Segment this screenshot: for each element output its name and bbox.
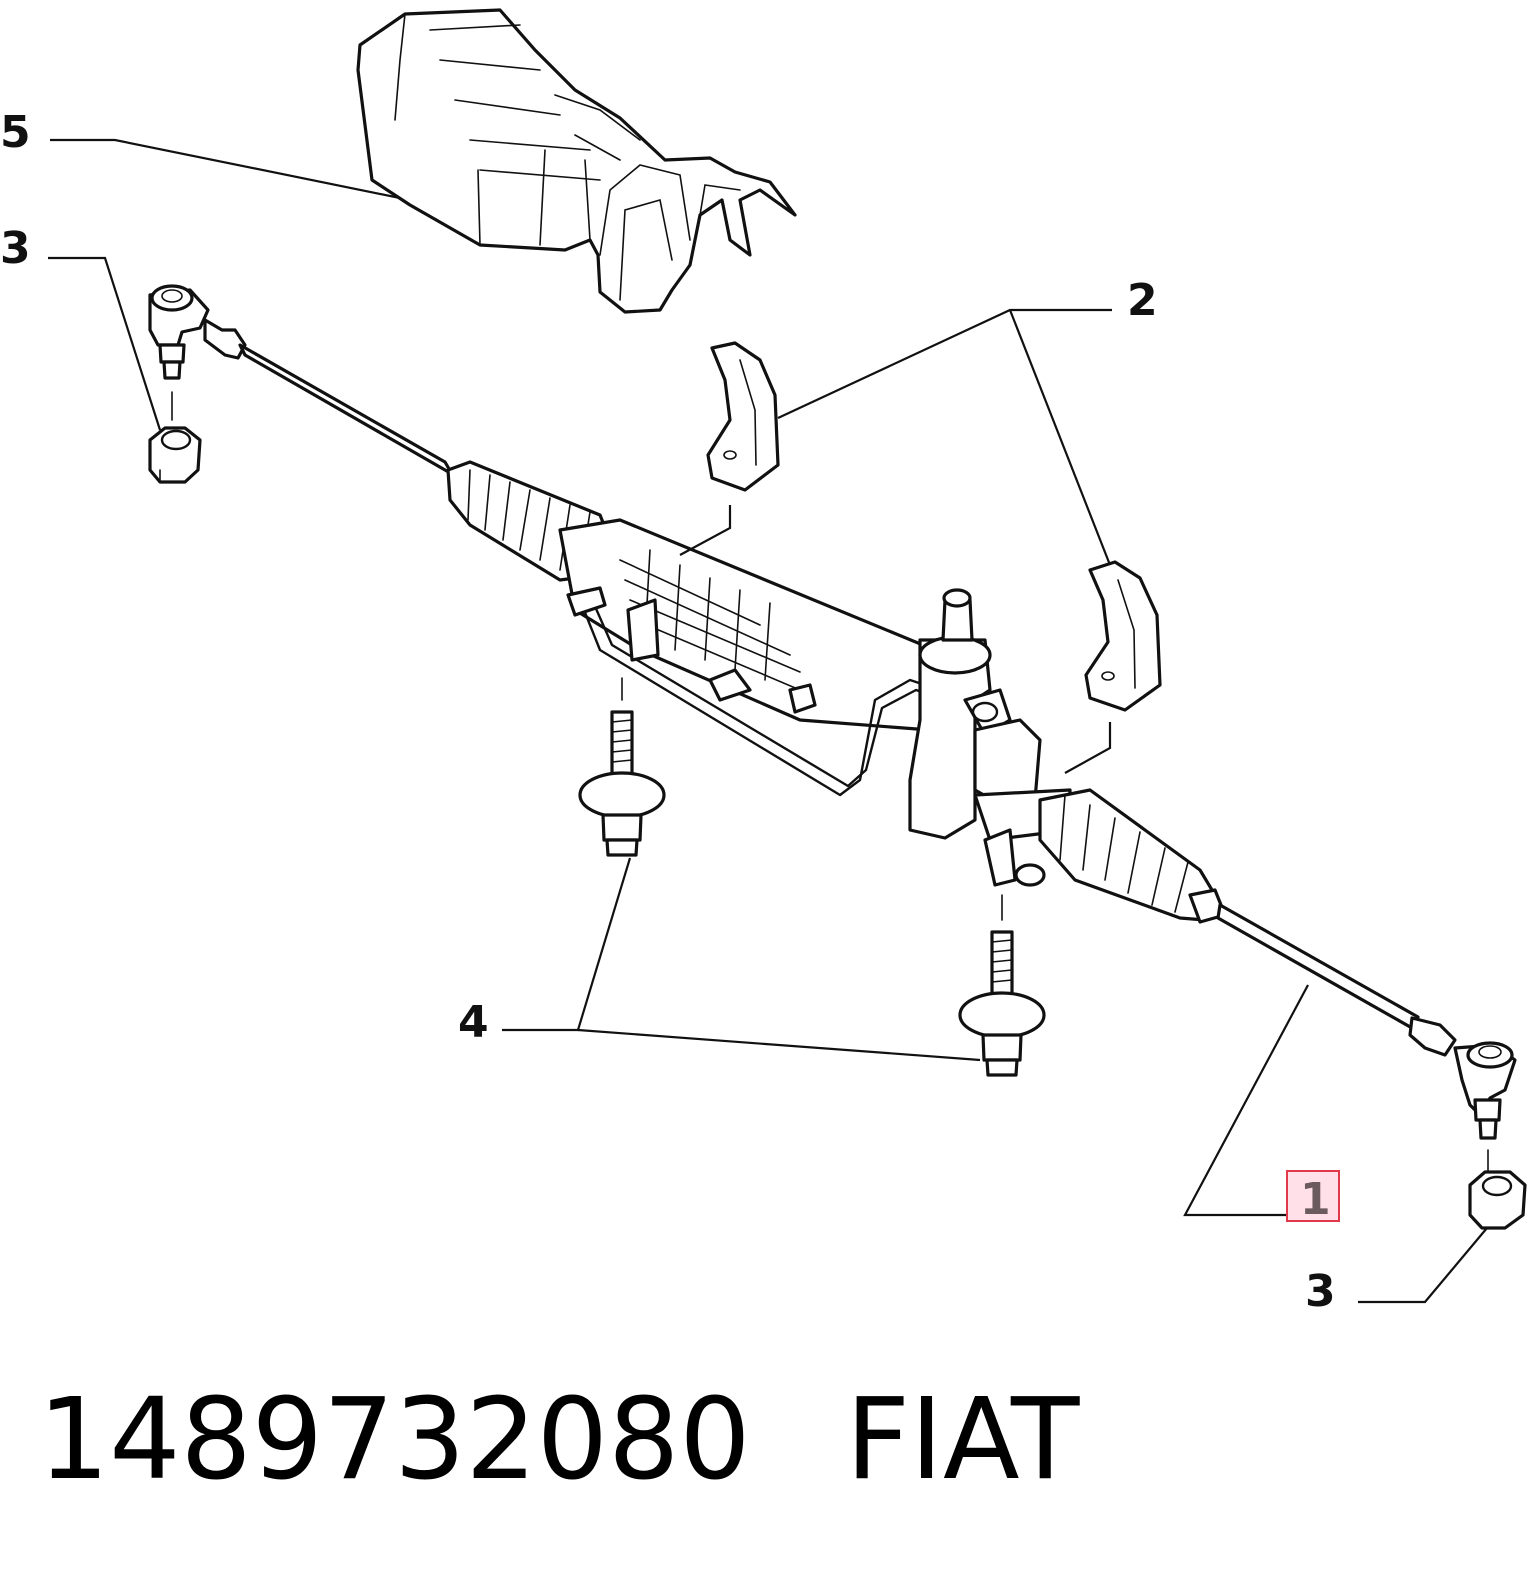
leader-2-upper-tail [679, 505, 732, 556]
leader-2-lower [1008, 309, 1112, 566]
bolt-part-4-left [578, 677, 666, 857]
leader-3-top [48, 256, 162, 431]
bolt-part-4-right [958, 894, 1046, 1077]
heat-shield-part-5 [356, 8, 797, 314]
leader-lines [48, 138, 1488, 1304]
leader-4-right [577, 1028, 981, 1062]
leader-5 [50, 138, 401, 200]
callout-5: 5 [0, 107, 31, 158]
left-tie-rod-shaft [238, 343, 454, 476]
footer-caption: 1489732080 FIAT [38, 1375, 1498, 1505]
callout-1-highlight [1286, 1170, 1340, 1222]
callout-2: 2 [1127, 275, 1158, 326]
right-tie-rod-shaft [1216, 903, 1420, 1030]
steering-rack-part-1 [446, 460, 1227, 924]
leader-2-lower-tail [1064, 722, 1112, 774]
callout-1: 1 [1300, 1174, 1331, 1225]
callout-4: 4 [458, 997, 489, 1048]
leader-1 [1183, 984, 1309, 1217]
bracket-part-2-upper [706, 341, 780, 492]
leader-3-bottom [1358, 1227, 1488, 1304]
bracket-part-2-lower [1084, 560, 1162, 712]
brand-name: FIAT [845, 1375, 1080, 1505]
leader-4-left [502, 857, 632, 1032]
callout-3-top: 3 [0, 223, 31, 274]
callout-3-bottom: 3 [1305, 1266, 1336, 1317]
right-tie-rod-end [1408, 1016, 1527, 1230]
leader-2-upper [777, 308, 1112, 419]
left-tie-rod-end [148, 284, 247, 484]
part-number: 1489732080 [38, 1375, 751, 1505]
